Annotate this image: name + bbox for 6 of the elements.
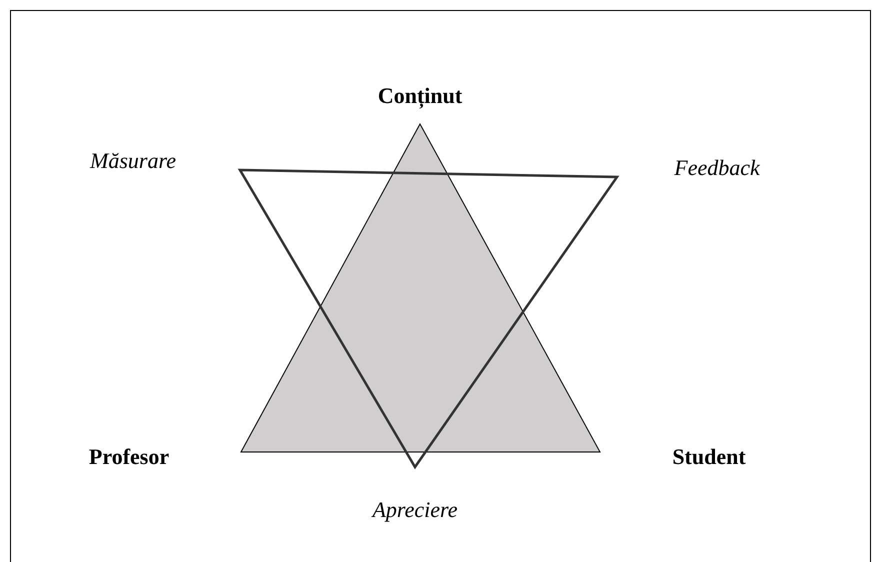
vertex-label: Student	[672, 444, 746, 470]
vertex-label: Feedback	[674, 155, 760, 181]
vertex-label: Măsurare	[90, 148, 176, 174]
vertex-label: Profesor	[88, 444, 170, 470]
vertex-label: Conținut	[378, 83, 462, 109]
vertex-label: Apreciere	[372, 497, 458, 523]
